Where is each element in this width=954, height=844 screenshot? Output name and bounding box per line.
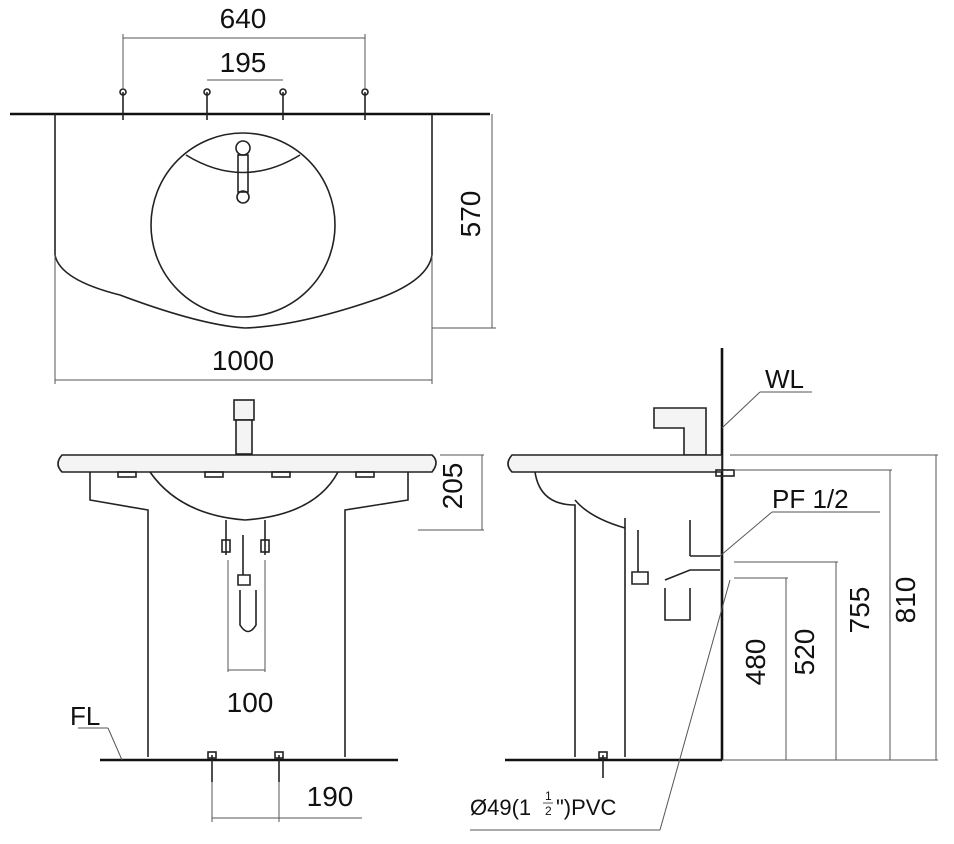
side-view: WL PF 1/2 Ø49(1 1 2 ")PVC — [470, 348, 938, 831]
dim-480: 480 — [740, 639, 771, 686]
dim-190: 190 — [307, 781, 354, 812]
overflow-slots — [117, 471, 375, 478]
pipe-frac-num: 1 — [545, 789, 552, 803]
dim-755: 755 — [844, 587, 875, 634]
faucet-handle-front — [233, 399, 255, 421]
pedestal-left-front — [89, 472, 149, 757]
faucet-body-front — [235, 419, 253, 455]
pipe-frac-den: 2 — [545, 804, 552, 818]
pedestal-front-side — [534, 471, 576, 757]
bowl-circle — [150, 132, 336, 318]
top-view: 640 195 570 1000 — [10, 3, 496, 384]
supply-pipes-front — [221, 520, 270, 555]
basin-outline-top — [54, 114, 433, 329]
waste-pipe-side — [664, 569, 720, 581]
supply-label: PF 1/2 — [772, 484, 849, 514]
bowl-side — [574, 499, 626, 529]
front-view: FL 205 100 190 — [57, 399, 484, 822]
basin-slab-side — [507, 454, 723, 473]
dim-810: 810 — [890, 577, 921, 624]
mount-bolts-top — [119, 88, 369, 120]
wall-label: WL — [765, 364, 804, 394]
pipe-label-start: Ø49(1 — [470, 795, 531, 820]
faucet-outlet — [236, 190, 250, 204]
pipe-label-end: ")PVC — [556, 795, 616, 820]
faucet-spout — [237, 154, 249, 193]
wall-fixing — [715, 469, 735, 477]
dim-205: 205 — [437, 463, 468, 510]
trap-side — [631, 530, 691, 621]
bowl-front — [149, 471, 339, 521]
faucet-base — [235, 140, 251, 156]
dim-100: 100 — [227, 687, 274, 718]
basin-slab-front — [57, 454, 437, 473]
faucet-side — [653, 407, 707, 456]
dim-520: 520 — [789, 629, 820, 676]
dim-1000: 1000 — [212, 345, 274, 376]
dim-195: 195 — [220, 47, 267, 78]
floor-bolts-front — [207, 751, 284, 782]
dim-640: 640 — [220, 3, 267, 34]
tap-deck-arc — [185, 154, 301, 174]
floor-label: FL — [70, 701, 100, 731]
pipe-label: Ø49(1 — [470, 795, 531, 820]
dim-570: 570 — [455, 191, 486, 238]
pedestal-right-front — [344, 472, 409, 757]
trap-front — [237, 535, 257, 633]
